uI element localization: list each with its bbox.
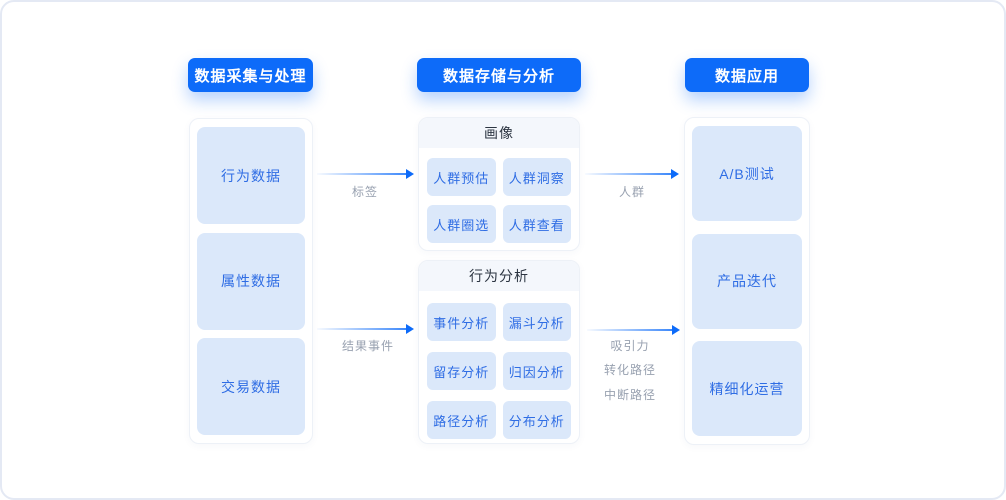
node-audience-estimate: 人群预估 — [427, 158, 496, 196]
node-product-iteration: 产品迭代 — [692, 233, 802, 329]
arrow-head-icon — [406, 169, 414, 179]
node-refined-operation: 精细化运营 — [692, 341, 802, 436]
arrow-audience — [585, 169, 679, 179]
node-retention-analysis: 留存分析 — [427, 352, 496, 390]
node-audience-view: 人群查看 — [502, 205, 571, 243]
node-ab-test: A/B测试 — [692, 126, 802, 221]
arrow-head-icon — [671, 169, 679, 179]
arrow-line — [317, 328, 406, 330]
arrow-label-conversion-path: 转化路径 — [603, 363, 657, 377]
header-data-storage: 数据存储与分析 — [417, 58, 581, 92]
node-distribution-analysis: 分布分析 — [502, 401, 571, 439]
node-audience-selection: 人群圈选 — [427, 205, 496, 243]
node-transaction-data: 交易数据 — [197, 338, 305, 435]
node-event-analysis: 事件分析 — [427, 303, 496, 341]
profile-section-title: 画像 — [419, 118, 579, 148]
node-attribution-analysis: 归因分析 — [502, 352, 571, 390]
header-data-application: 数据应用 — [685, 58, 809, 92]
behavior-section-title: 行为分析 — [419, 261, 579, 291]
behavior-analysis-card: 行为分析 事件分析 漏斗分析 留存分析 归因分析 路径分析 分布分析 — [418, 260, 580, 444]
node-audience-insight: 人群洞察 — [502, 158, 571, 196]
arrow-tags — [317, 169, 414, 179]
collection-card: 行为数据 属性数据 交易数据 — [189, 118, 313, 444]
arrow-head-icon — [672, 325, 680, 335]
application-card: A/B测试 产品迭代 精细化运营 — [684, 117, 810, 445]
arrow-label-audience: 人群 — [618, 185, 646, 199]
arrow-head-icon — [406, 324, 414, 334]
behavior-items-grid: 事件分析 漏斗分析 留存分析 归因分析 路径分析 分布分析 — [419, 291, 579, 445]
node-path-analysis: 路径分析 — [427, 401, 496, 439]
arrow-label-tags: 标签 — [351, 185, 379, 199]
profile-items-grid: 人群预估 人群洞察 人群圈选 人群查看 — [419, 148, 579, 252]
profile-section-card: 画像 人群预估 人群洞察 人群圈选 人群查看 — [418, 117, 580, 251]
node-attribute-data: 属性数据 — [197, 232, 305, 330]
arrow-line — [587, 329, 672, 331]
arrow-label-result-event: 结果事件 — [341, 339, 395, 353]
arrow-label-interruption-path: 中断路径 — [603, 388, 657, 402]
node-behavior-data: 行为数据 — [197, 127, 305, 224]
arrow-line — [585, 173, 671, 175]
node-funnel-analysis: 漏斗分析 — [502, 303, 571, 341]
arrow-label-attraction: 吸引力 — [610, 339, 650, 353]
header-data-collection: 数据采集与处理 — [188, 58, 313, 92]
arrow-line — [317, 173, 406, 175]
arrow-application-inputs — [587, 325, 680, 335]
arrow-result-event — [317, 324, 414, 334]
